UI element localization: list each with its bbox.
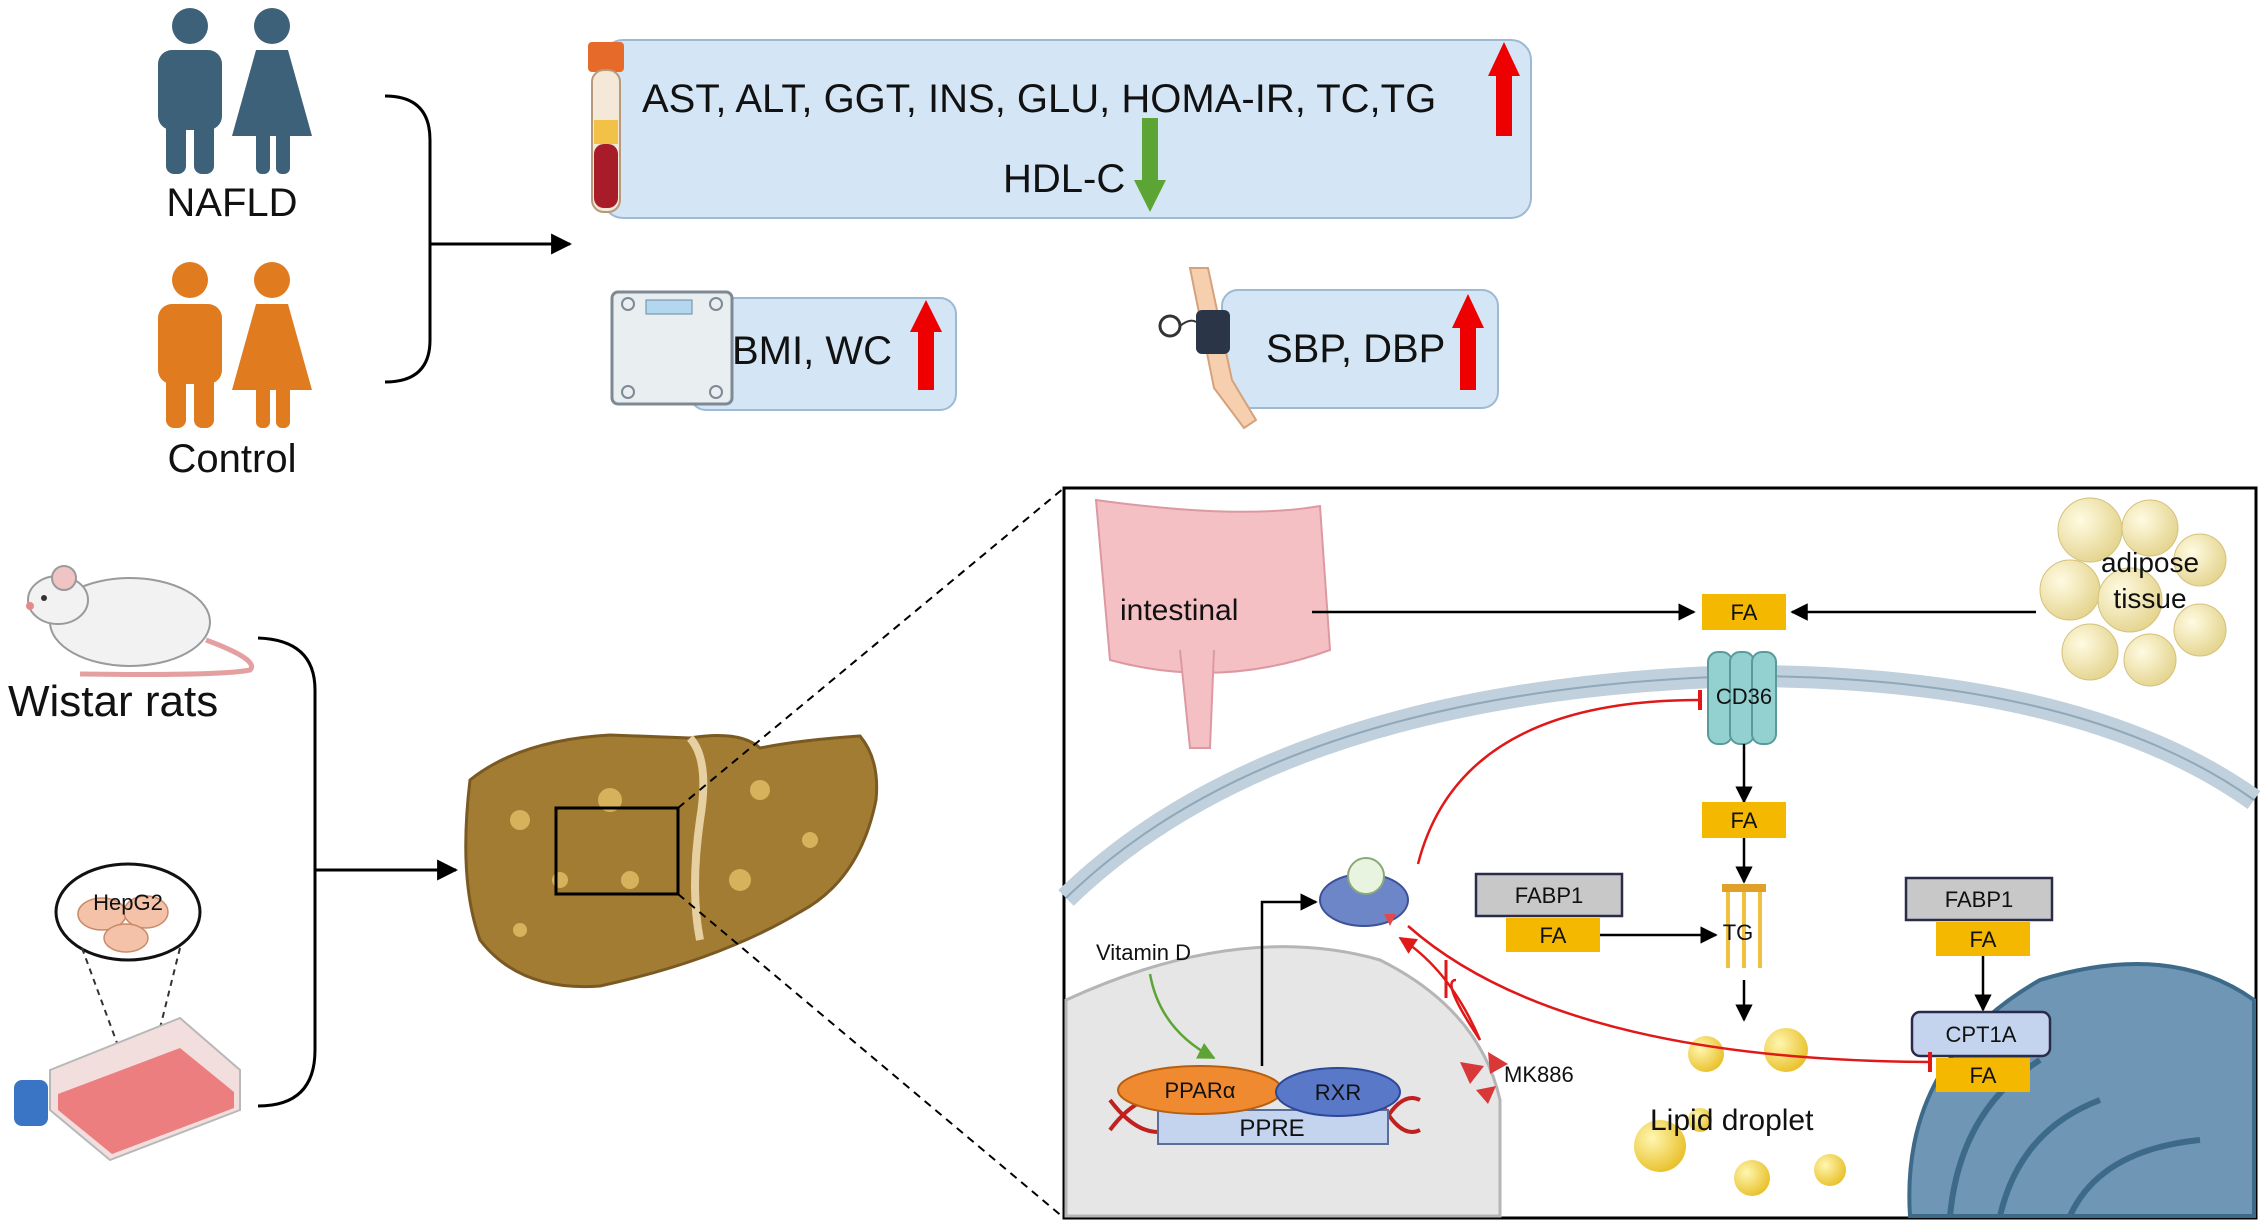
fa-label: FA: [1970, 1063, 1997, 1088]
human-bracket: [384, 94, 432, 384]
triglyceride-icon: [1722, 884, 1766, 968]
receptor-icon: [1319, 857, 1409, 927]
inhibit-cpt1a-line: [1407, 925, 1933, 1073]
mk886-molecules-icon: [1460, 1052, 1508, 1104]
adipose-tissue-icon: [2039, 497, 2227, 687]
fabp1-label: FABP1: [1945, 887, 2013, 912]
blood-markers-up: AST, ALT, GGT, INS, GLU, HOMA-IR, TC,TG: [642, 77, 1436, 121]
liver-zoom-box: [554, 806, 680, 896]
blood-pressure-arm-icon: [1158, 267, 1258, 430]
adipose-label-1: adipose: [2101, 547, 2199, 578]
rxr-icon: [1275, 1067, 1401, 1117]
nafld-female-icon: [232, 8, 312, 174]
fa-box-top: [1702, 594, 1786, 630]
hepg2-cells-bubble: [54, 862, 202, 962]
blood-tube-icon: [588, 42, 624, 213]
fa-box-right: [1936, 922, 2030, 956]
cd36-label: CD36: [1716, 684, 1772, 709]
up-arrow-icon: [1488, 42, 1520, 136]
inhibit-cd36-line: [1416, 689, 1703, 865]
weighing-scale-icon: [610, 290, 734, 406]
cell-culture-flask-icon: [14, 1016, 241, 1162]
rat-icon: [26, 565, 254, 677]
body-measures-text: BMI, WC: [732, 329, 892, 373]
fa-label: FA: [1731, 808, 1758, 833]
up-arrow-icon: [910, 300, 942, 390]
mk886-label: MK886: [1504, 1062, 1574, 1087]
cd36-transporter-icon: [1707, 651, 1777, 745]
ppara-label: PPARα: [1165, 1078, 1236, 1103]
adipose-label-2: tissue: [2113, 583, 2186, 614]
lipid-droplet-label: Lipid droplet: [1650, 1104, 1814, 1137]
ppre-label: PPRE: [1239, 1115, 1304, 1142]
nafld-male-icon: [158, 8, 222, 174]
control-label: Control: [168, 437, 297, 481]
fa-label: FA: [1970, 927, 1997, 952]
nafld-label: NAFLD: [166, 181, 297, 225]
down-arrow-icon: [1134, 118, 1166, 212]
up-arrow-icon: [1452, 294, 1484, 390]
rxr-label: RXR: [1315, 1080, 1361, 1105]
fabp1-label: FABP1: [1515, 883, 1583, 908]
fa-box-mito: [1936, 1058, 2030, 1092]
control-male-icon: [158, 262, 222, 428]
animal-bracket: [257, 636, 317, 1108]
cpt1a-box: [1910, 1010, 2052, 1058]
vitamin-d-label: Vitamin D: [1096, 940, 1191, 965]
fabp1-box-right: [1904, 876, 2054, 922]
bp-text: SBP, DBP: [1266, 327, 1445, 371]
tg-label: TG: [1723, 920, 1754, 945]
fatty-liver-icon: [464, 733, 879, 989]
fa-label: FA: [1540, 923, 1567, 948]
control-female-icon: [232, 262, 312, 428]
intestine-icon: [1094, 498, 1332, 749]
fabp1-box-center: [1474, 872, 1624, 918]
hepg2-label: HepG2: [93, 890, 163, 915]
wistar-label: Wistar rats: [8, 677, 218, 726]
fa-box-mid: [1702, 802, 1786, 838]
cpt1a-label: CPT1A: [1946, 1022, 2017, 1047]
blood-marker-down: HDL-C: [1003, 157, 1125, 201]
fa-label: FA: [1731, 600, 1758, 625]
intestinal-label: intestinal: [1120, 594, 1238, 627]
fa-box-center: [1506, 918, 1600, 952]
